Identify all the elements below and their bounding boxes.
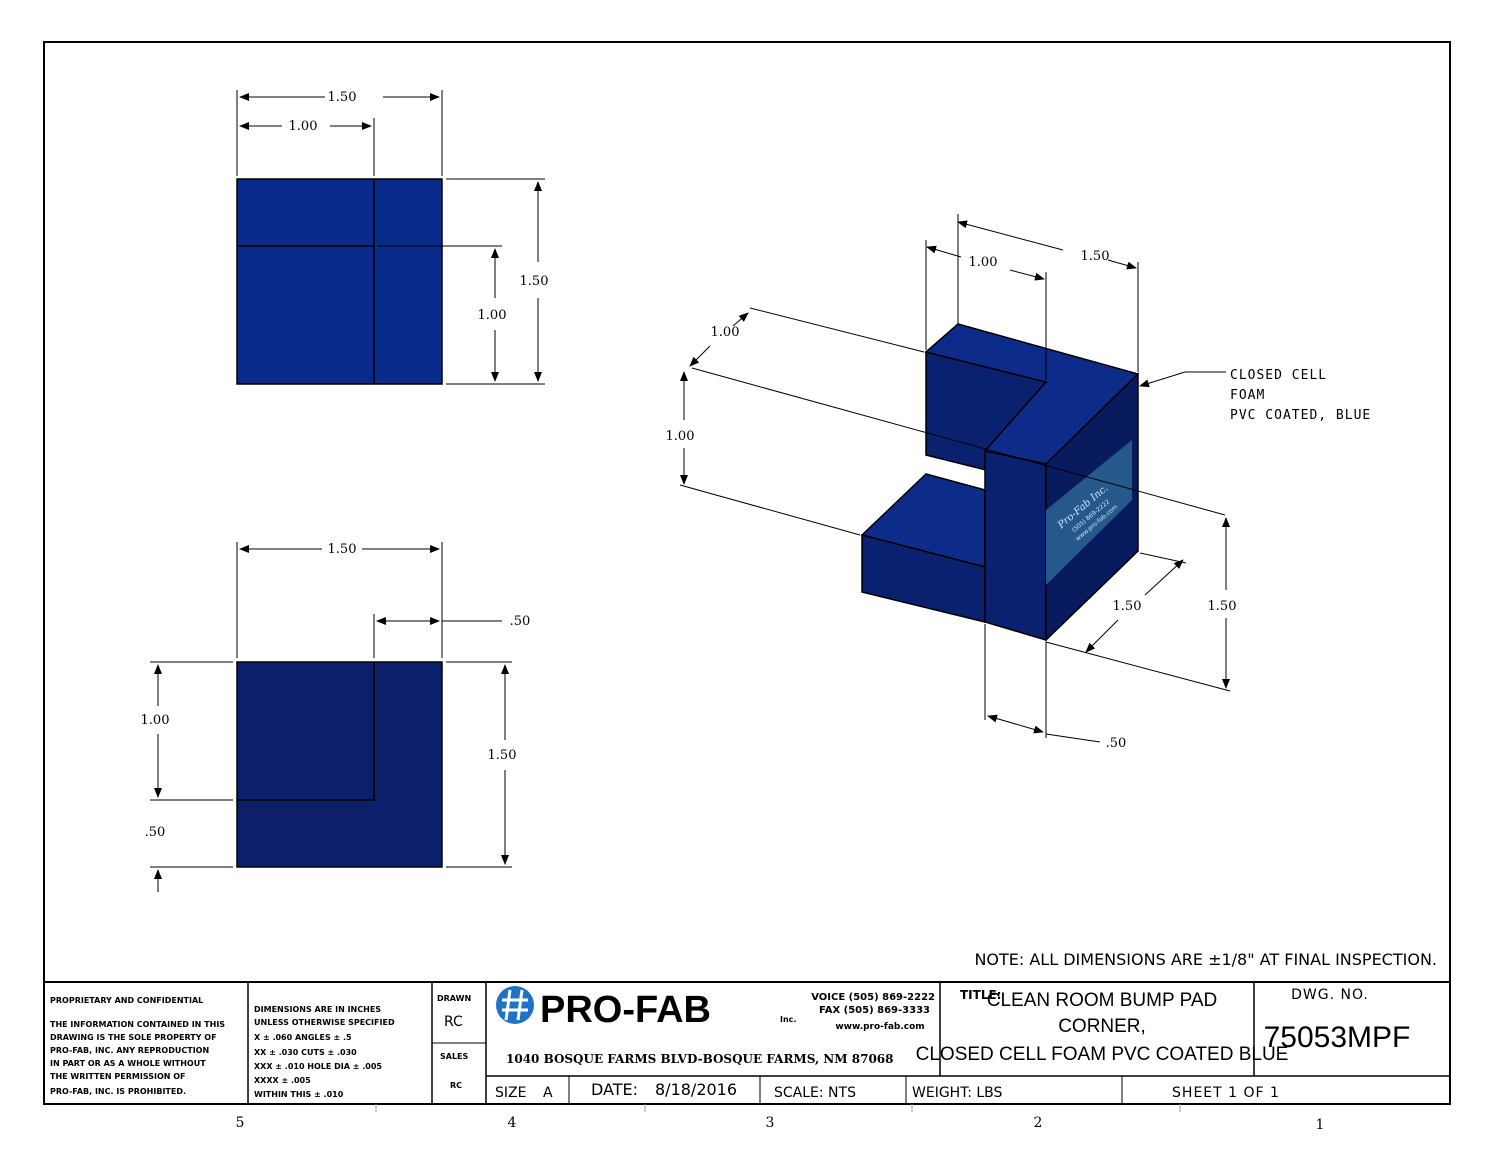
proprietary-line-6: PRO-FAB, INC. IS PROHIBITED. xyxy=(50,1087,186,1096)
sales-value: RC xyxy=(450,1081,462,1090)
size-label: SIZE xyxy=(495,1085,526,1101)
iso-view: Pro-Fab Inc. (505) 869-2222 www.pro-fab.… xyxy=(666,214,1371,751)
iso-dim-top-inner: 1.00 xyxy=(969,255,998,270)
top-dim-width-overall: 1.50 xyxy=(328,90,357,105)
drawn-label: DRAWN xyxy=(437,994,471,1003)
iso-dim-left-depth: 1.00 xyxy=(711,325,740,340)
profab-logo xyxy=(496,986,534,1024)
callout-line-2: FOAM xyxy=(1230,388,1265,403)
zone-2: 2 xyxy=(1034,1115,1043,1131)
callout-line-1: CLOSED CELL xyxy=(1230,368,1327,383)
zone-4: 4 xyxy=(508,1115,517,1131)
date-label: DATE: xyxy=(591,1080,638,1099)
scale: SCALE: NTS xyxy=(774,1085,856,1101)
top-dim-width-inner: 1.00 xyxy=(289,119,318,134)
proprietary-heading: PROPRIETARY AND CONFIDENTIAL xyxy=(50,996,203,1005)
zone-3: 3 xyxy=(766,1115,775,1131)
tolerance-line-5: XXX ± .010 HOLE DIA ± .005 xyxy=(254,1062,382,1071)
drawn-value: RC xyxy=(444,1014,463,1030)
front-dim-width-overall: 1.50 xyxy=(328,542,357,557)
tolerance-line-7: WITHIN THIS ± .010 xyxy=(254,1090,344,1099)
front-dim-height-bottom: .50 xyxy=(145,825,166,840)
company-address: 1040 BOSQUE FARMS BLVD-BOSQUE FARMS, NM … xyxy=(506,1052,894,1066)
sheet: SHEET 1 OF 1 xyxy=(1172,1085,1280,1101)
proprietary-line-1: THE INFORMATION CONTAINED IN THIS xyxy=(50,1020,225,1029)
iso-upright-front-face xyxy=(984,450,1047,642)
tolerance-line-4: XX ± .030 CUTS ± .030 xyxy=(254,1048,357,1057)
front-dim-width-step: .50 xyxy=(510,614,531,629)
top-view-face xyxy=(236,178,443,385)
title-line-3: CLOSED CELL FOAM PVC COATED BLUE xyxy=(916,1044,1289,1065)
zone-markers: 5 4 3 2 1 xyxy=(236,1104,1325,1133)
date-value: 8/18/2016 xyxy=(655,1080,737,1099)
iso-dim-left-height: 1.00 xyxy=(666,429,695,444)
proprietary-line-4: IN PART OR AS A WHOLE WITHOUT xyxy=(50,1059,206,1068)
top-dim-height-overall: 1.50 xyxy=(520,274,549,289)
front-dim-height-overall: 1.50 xyxy=(488,748,517,763)
weight: WEIGHT: LBS xyxy=(912,1085,1003,1101)
iso-dim-top-overall: 1.50 xyxy=(1081,249,1110,264)
fax-number: FAX (505) 869-3333 xyxy=(819,1005,930,1016)
proprietary-line-3: PRO-FAB, INC. ANY REPRODUCTION xyxy=(50,1046,209,1055)
callout-line-3: PVC COATED, BLUE xyxy=(1230,408,1371,423)
voice-number: VOICE (505) 869-2222 xyxy=(811,992,935,1003)
proprietary-line-5: THE WRITTEN PERMISSION OF xyxy=(50,1072,186,1081)
tolerance-line-2: UNLESS OTHERWISE SPECIFIED xyxy=(254,1018,395,1027)
iso-product-label xyxy=(1046,440,1132,585)
dwg-no-label: DWG. NO. xyxy=(1291,987,1369,1003)
title-block: PROPRIETARY AND CONFIDENTIAL THE INFORMA… xyxy=(44,981,1450,1104)
profab-logo-icon xyxy=(496,986,534,1024)
iso-dim-bottom-step: .50 xyxy=(1106,736,1127,751)
title-line-1: CLEAN ROOM BUMP PAD xyxy=(987,990,1218,1011)
title-label: TITLE: xyxy=(960,988,1001,1002)
iso-dim-right-height: 1.50 xyxy=(1208,599,1237,614)
sales-label: SALES xyxy=(440,1052,469,1061)
tolerance-line-6: XXXX ± .005 xyxy=(254,1076,311,1085)
iso-dim-right-depth: 1.50 xyxy=(1113,599,1142,614)
zone-1: 1 xyxy=(1316,1117,1325,1133)
zone-5: 5 xyxy=(236,1115,245,1131)
proprietary-line-2: DRAWING IS THE SOLE PROPERTY OF xyxy=(50,1033,217,1042)
logo-suffix: Inc. xyxy=(780,1015,796,1024)
dimension-note: NOTE: ALL DIMENSIONS ARE ±1/8" AT FINAL … xyxy=(974,950,1437,969)
tolerance-line-1: DIMENSIONS ARE IN INCHES xyxy=(254,1005,381,1014)
top-view: 1.50 1.00 1.50 1.00 xyxy=(236,90,549,385)
title-line-2: CORNER, xyxy=(1058,1016,1146,1037)
size-value: A xyxy=(543,1085,553,1101)
sheet-border xyxy=(43,41,1451,1105)
dwg-no: 75053MPF xyxy=(1264,1021,1411,1054)
top-dim-height-inner: 1.00 xyxy=(478,308,507,323)
website: www.pro-fab.com xyxy=(835,1022,924,1032)
tolerance-line-3: X ± .060 ANGLES ± .5 xyxy=(254,1033,352,1042)
logo-text: PRO-FAB xyxy=(540,989,711,1031)
front-view: 1.50 .50 1.00 .50 1.50 xyxy=(141,542,531,892)
front-view-face xyxy=(236,661,443,868)
front-dim-height-left: 1.00 xyxy=(141,713,170,728)
